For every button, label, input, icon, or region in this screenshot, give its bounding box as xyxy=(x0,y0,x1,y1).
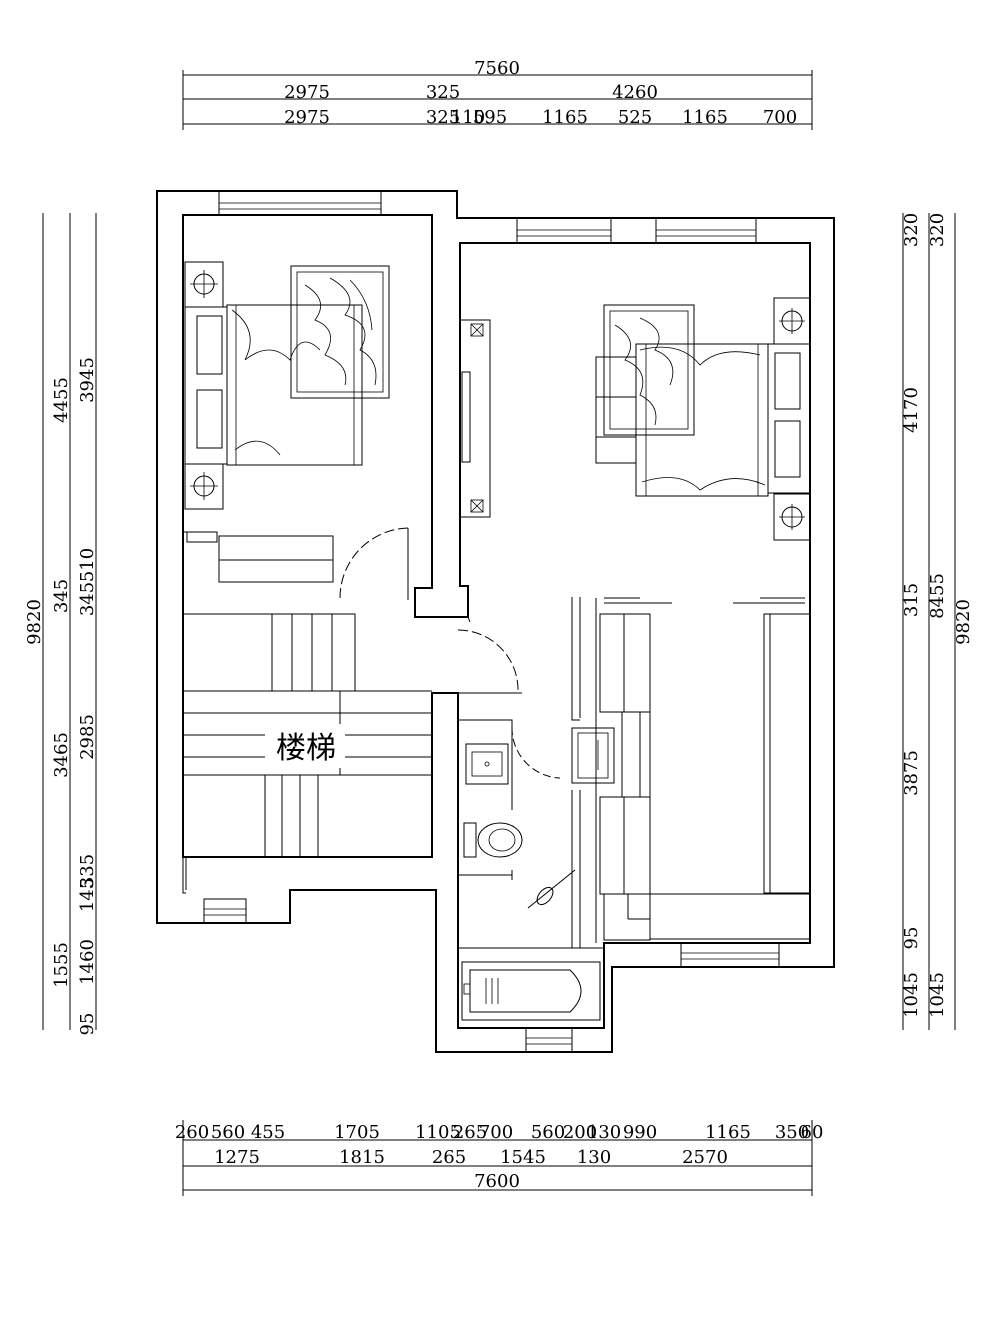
door-right-bedroom-right xyxy=(733,597,805,604)
window xyxy=(203,898,247,924)
dim-left-mid: 4455 xyxy=(51,377,72,423)
dim-bottom-r2: 130 xyxy=(577,1147,611,1168)
dim-top-total: 7560 xyxy=(474,58,520,79)
tv-cabinet xyxy=(459,319,491,518)
window xyxy=(680,942,780,968)
window xyxy=(655,217,757,244)
doors xyxy=(339,527,805,810)
dim-top-r3: 110 xyxy=(451,107,485,128)
bathroom-bathtub xyxy=(461,961,601,1021)
dim-top-r3: 1165 xyxy=(682,107,728,128)
right-bedroom-desk xyxy=(595,356,637,464)
dimension-lines xyxy=(42,70,956,1196)
dim-right-mid: 8455 xyxy=(927,573,948,619)
window xyxy=(525,1027,573,1053)
dimension-labels-bottom: 260 560 455 1705 1105 265 700 560 200 13… xyxy=(175,1122,824,1192)
window xyxy=(516,217,612,244)
door-bath-inner xyxy=(511,726,561,810)
dim-bottom-r1: 1105 xyxy=(415,1122,461,1143)
dim-left-inner: 2985 xyxy=(77,714,98,760)
exterior-walls xyxy=(156,190,835,1053)
dim-bottom-r1: 60 xyxy=(801,1122,824,1143)
left-bedroom-nightstand-top xyxy=(184,261,224,308)
dim-left-inner: 145 xyxy=(77,878,98,912)
dim-bottom-r1: 350 xyxy=(775,1122,809,1143)
bathroom-shower-rail xyxy=(527,869,576,909)
dim-top-r3: 1165 xyxy=(542,107,588,128)
left-bedroom-rug xyxy=(290,265,390,399)
dim-left-inner: 345 xyxy=(77,582,98,616)
dim-bottom-r1: 200 xyxy=(563,1122,597,1143)
stair-label: 楼梯 xyxy=(276,731,336,766)
dimension-labels-left: 9820 4455 345 3465 1555 3945 510 345 298… xyxy=(24,357,98,1035)
dim-right-total: 9820 xyxy=(953,599,974,645)
dim-bottom-r2: 1545 xyxy=(500,1147,546,1168)
dim-bottom-r1: 455 xyxy=(251,1122,285,1143)
dim-right-inner: 95 xyxy=(901,927,922,950)
dim-right-inner: 3875 xyxy=(901,750,922,796)
right-bedroom-rug xyxy=(603,304,695,436)
dim-right-mid: 320 xyxy=(927,213,948,247)
dim-left-mid: 1555 xyxy=(51,942,72,988)
dim-bottom-r2: 2570 xyxy=(682,1147,728,1168)
left-bedroom-wardrobe xyxy=(218,535,334,583)
dim-bottom-r1: 1705 xyxy=(334,1122,380,1143)
dim-left-inner: 3945 xyxy=(77,357,98,403)
dim-right-inner: 320 xyxy=(901,213,922,247)
door-bathroom xyxy=(434,616,522,694)
window xyxy=(218,190,382,216)
dim-left-inner: 335 xyxy=(77,854,98,888)
dim-top-r3: 595 xyxy=(473,107,507,128)
right-bedroom-bed xyxy=(635,343,811,497)
bathroom-basin xyxy=(465,743,509,785)
dim-bottom-r1: 990 xyxy=(623,1122,657,1143)
dim-bottom-r2: 1275 xyxy=(214,1147,260,1168)
dim-top-r2: 2975 xyxy=(284,82,330,103)
dim-bottom-r1: 1165 xyxy=(705,1122,751,1143)
right-bedroom-wardrobes xyxy=(599,613,811,941)
dim-top-r3: 325 xyxy=(426,107,460,128)
dim-bottom-r1: 265 xyxy=(453,1122,487,1143)
right-bedroom-nightstand-bottom xyxy=(773,493,811,541)
dim-right-inner: 4170 xyxy=(901,387,922,433)
dim-top-r2: 325 xyxy=(426,82,460,103)
partitions xyxy=(182,531,604,949)
dim-top-r3: 2975 xyxy=(284,107,330,128)
door-left-bedroom xyxy=(339,527,409,600)
dim-bottom-r1: 260 xyxy=(175,1122,209,1143)
dim-right-inner: 315 xyxy=(901,583,922,617)
dim-bottom-total: 7600 xyxy=(474,1171,520,1192)
left-bedroom-nightstand-bottom xyxy=(184,463,224,510)
door-right-bedroom-left xyxy=(604,597,672,604)
dimension-labels-top: 7560 2975 325 4260 2975 325 110 595 1165… xyxy=(284,58,797,128)
dim-right-inner: 1045 xyxy=(901,972,922,1018)
dim-left-total: 9820 xyxy=(24,599,45,645)
dim-bottom-r1: 130 xyxy=(587,1122,621,1143)
dim-top-r3: 525 xyxy=(618,107,652,128)
dim-top-r3: 700 xyxy=(763,107,797,128)
dim-left-inner: 510 xyxy=(77,548,98,582)
dim-left-inner: 95 xyxy=(77,1013,98,1036)
staircase: 楼梯 xyxy=(182,613,432,858)
dim-bottom-r1: 700 xyxy=(479,1122,513,1143)
dimension-labels-right: 320 4170 315 3875 95 1045 320 8455 1045 … xyxy=(901,213,974,1018)
left-bedroom-bed xyxy=(184,304,363,466)
dim-bottom-r1: 560 xyxy=(211,1122,245,1143)
dim-left-mid: 345 xyxy=(51,579,72,613)
bathroom-water-heater xyxy=(571,727,615,784)
dim-bottom-r2: 1815 xyxy=(339,1147,385,1168)
bathroom-toilet xyxy=(463,822,523,858)
dim-top-r2: 4260 xyxy=(612,82,658,103)
windows xyxy=(203,190,780,1053)
dim-bottom-r2: 265 xyxy=(432,1147,466,1168)
dim-left-inner: 1460 xyxy=(77,939,98,985)
dim-right-mid: 1045 xyxy=(927,972,948,1018)
dim-left-mid: 3465 xyxy=(51,732,72,778)
right-bedroom-nightstand-top xyxy=(773,297,811,345)
dim-bottom-r1: 560 xyxy=(531,1122,565,1143)
